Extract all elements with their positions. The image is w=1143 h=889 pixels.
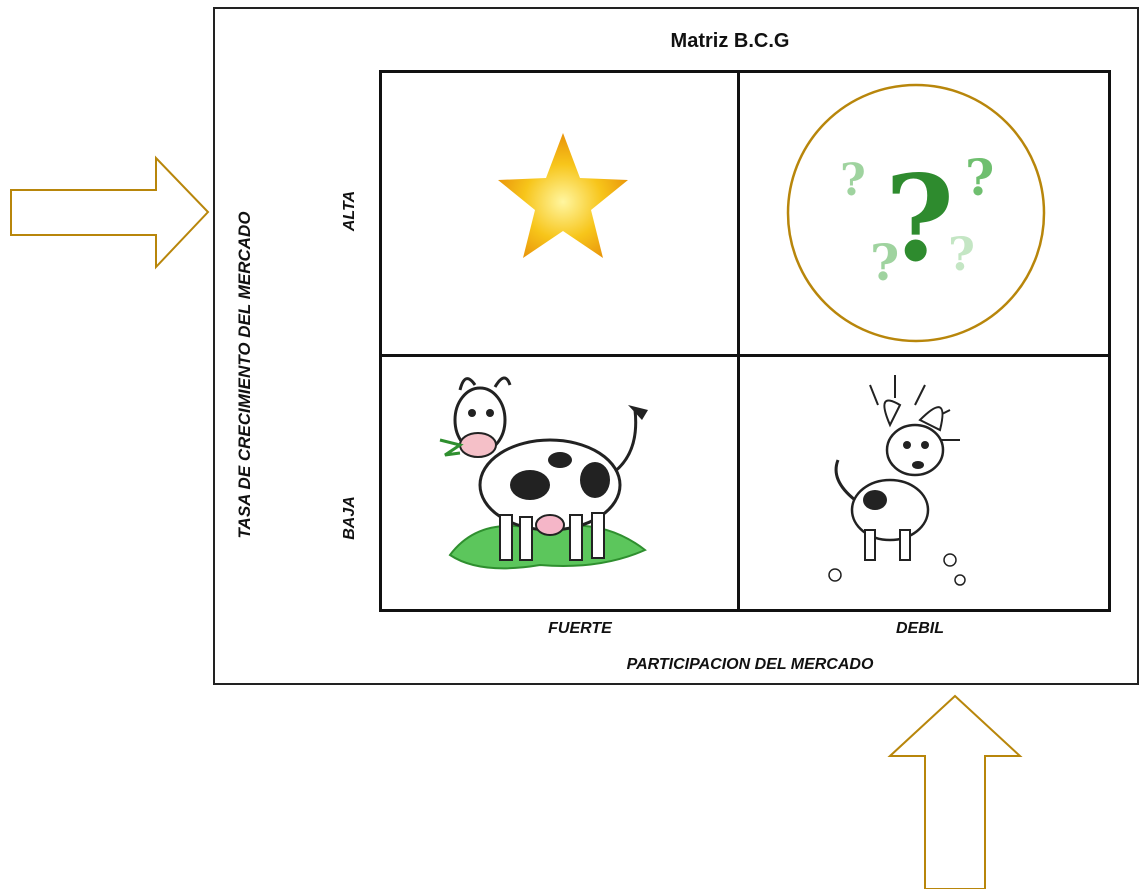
up-arrow-icon — [887, 694, 1023, 889]
y-axis-high-label: ALTA — [341, 190, 358, 232]
svg-text:?: ? — [965, 148, 994, 207]
svg-text:?: ? — [948, 227, 975, 281]
matrix-grid — [379, 70, 1111, 612]
star-icon — [498, 133, 628, 258]
y-axis-label: TASA DE CRECIMIENTO DEL MERCADO — [235, 211, 254, 539]
x-axis-left-label: FUERTE — [548, 620, 612, 637]
grid-horizontal-divider — [381, 354, 1109, 357]
grid-vertical-divider — [737, 72, 740, 611]
highlight-circle — [786, 83, 1046, 343]
question-marks-icon: ? ? ? ? ? — [840, 148, 994, 292]
right-arrow-icon — [10, 155, 210, 270]
y-axis-low-label: BAJA — [341, 496, 358, 540]
x-axis-right-label: DEBIL — [896, 620, 944, 637]
matrix-frame — [213, 7, 1139, 685]
dog-icon — [828, 375, 966, 586]
svg-text:?: ? — [840, 155, 866, 206]
x-axis-label: PARTICIPACION DEL MERCADO — [626, 656, 874, 673]
svg-text:?: ? — [885, 149, 954, 288]
matrix-title: Matriz B.C.G — [670, 30, 790, 52]
svg-text:?: ? — [870, 233, 899, 292]
cow-icon — [439, 376, 648, 570]
